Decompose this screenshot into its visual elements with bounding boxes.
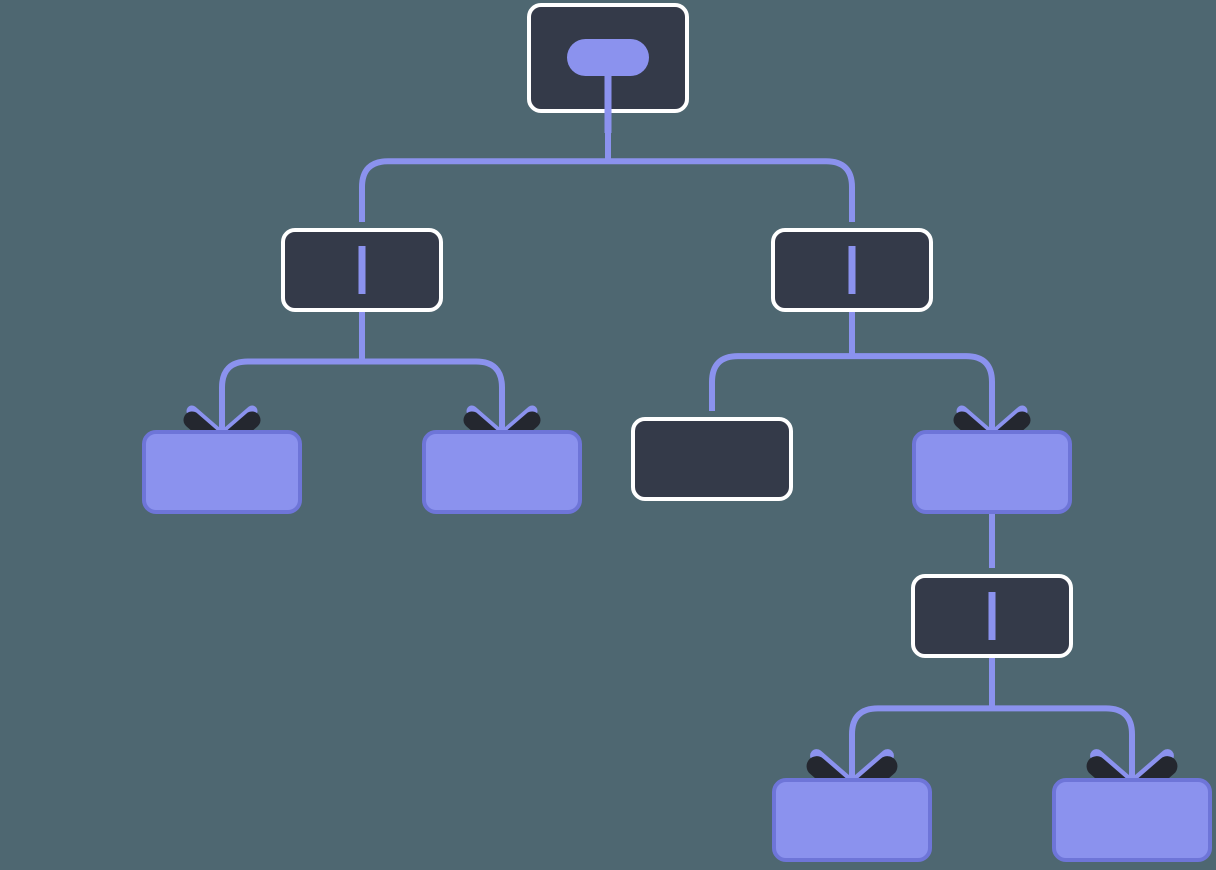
node-n4-accent[interactable] [424, 432, 580, 512]
node-layer [144, 5, 1210, 860]
node-body[interactable] [633, 419, 791, 499]
edge-e1 [608, 161, 852, 222]
node-body[interactable] [914, 432, 1070, 512]
node-n8-accent[interactable] [774, 780, 930, 860]
node-n7-dark[interactable] [913, 576, 1071, 656]
node-body[interactable] [424, 432, 580, 512]
node-n1-dark[interactable] [283, 230, 441, 310]
node-n3-accent[interactable] [144, 432, 300, 512]
edge-e4 [712, 356, 852, 411]
pill-stem-glyph [605, 63, 612, 116]
vertical-bar-glyph [989, 592, 996, 640]
node-body[interactable] [774, 780, 930, 860]
vertical-bar-glyph [849, 246, 856, 294]
node-body[interactable] [1054, 780, 1210, 860]
node-n9-accent[interactable] [1054, 780, 1210, 860]
node-n0-dark[interactable] [529, 5, 687, 116]
node-n6-accent[interactable] [914, 432, 1070, 512]
node-n2-dark[interactable] [773, 230, 931, 310]
vertical-bar-glyph [359, 246, 366, 294]
edge-e0 [362, 161, 608, 222]
node-n5-dark[interactable] [633, 419, 791, 499]
node-body[interactable] [144, 432, 300, 512]
